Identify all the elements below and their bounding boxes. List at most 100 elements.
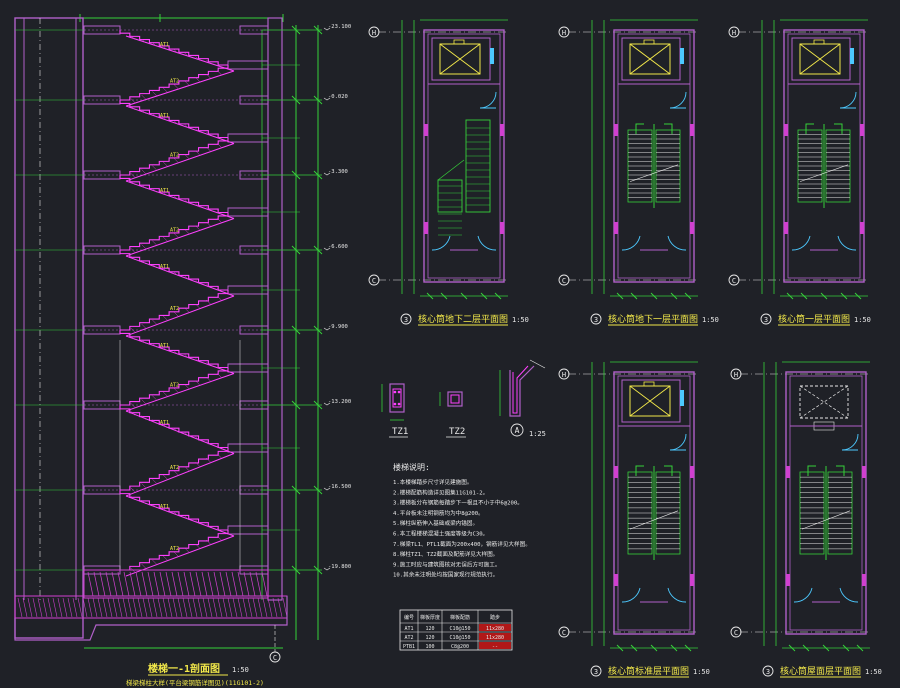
stair-hatch [195, 543, 200, 549]
dim-tick [854, 292, 862, 300]
door-swing [793, 587, 813, 603]
stair-hatch [206, 539, 211, 545]
base-hatch [123, 571, 130, 597]
tz1-label: TZ1 [392, 427, 408, 437]
dim-tick [291, 95, 301, 105]
stair-hatch [173, 271, 179, 277]
stair-hatch [130, 403, 135, 408]
dim-tick [494, 292, 502, 300]
outer-wall [423, 29, 505, 283]
dim-tick [426, 292, 434, 300]
footing-hatch [202, 597, 208, 618]
detail-a-bubble [510, 423, 524, 437]
footing-hatch [112, 597, 118, 618]
stair-column [614, 574, 618, 586]
elevator-lintel [643, 39, 655, 45]
stair-hatch [173, 195, 179, 200]
break-line [801, 510, 851, 530]
footing-hatch [252, 597, 258, 618]
stair-hatch [152, 559, 157, 565]
door-swing [839, 91, 857, 109]
footing-hatch [162, 597, 168, 618]
stair-hatch [195, 380, 200, 385]
stair-flight [120, 447, 229, 491]
section-title: 楼梯一-1剖面图 [148, 662, 220, 675]
elevator-cross [439, 43, 481, 75]
note-line: 1.本楼梯踏步尺寸详见建施图。 [393, 478, 472, 486]
flight-label: AT2 [170, 306, 179, 312]
section-subtitle: 梯梁梯柱大样(平台梁钢筋详图见)(11G101-2) [126, 678, 264, 687]
plan-title: 核心筒屋面层平面图 [780, 665, 861, 677]
footing-hatch [217, 597, 223, 618]
base-hatch [117, 571, 124, 597]
dim-tick [440, 292, 448, 300]
stair-hatch [206, 146, 211, 152]
stair-hatch [217, 135, 222, 140]
direction-arrow [664, 123, 673, 134]
footing-hatch [52, 597, 58, 618]
elevation-mark [323, 247, 331, 251]
axis-bubble-c [269, 651, 281, 663]
stair-flight [120, 290, 229, 331]
dim-tick [313, 95, 323, 105]
footing-hatch [97, 597, 103, 618]
stair-hatch [195, 462, 200, 467]
stair-flight [120, 530, 229, 571]
table-cell-fill [479, 642, 511, 649]
footing-hatch [172, 597, 178, 618]
stair-flight [120, 212, 229, 251]
stair-hatch [184, 124, 189, 129]
dim-tick [313, 485, 323, 495]
base-hatch [237, 571, 244, 597]
axis-label: H [562, 29, 566, 37]
axis-bubble-label: C [273, 654, 277, 662]
elevator-lintel [643, 381, 655, 387]
base-hatch [213, 571, 220, 597]
footing-hatch [102, 597, 108, 618]
footing-hatch [262, 597, 268, 618]
stair-hatch [173, 120, 179, 125]
stair-column [784, 124, 788, 136]
stair-hatch [141, 399, 146, 404]
footing-hatch [27, 597, 33, 618]
stair-hatch [130, 105, 135, 110]
plan-number-bubble [400, 313, 412, 325]
stair-hatch [130, 487, 135, 492]
base-hatch [207, 571, 214, 597]
footing-hatch [222, 597, 228, 618]
axis-label: H [734, 371, 738, 379]
direction-arrow [635, 123, 644, 134]
stair-column [786, 466, 790, 478]
plan-scale: 1:50 [865, 668, 882, 676]
footing-hatch [247, 597, 253, 618]
outer-wall [783, 29, 865, 283]
direction-arrow [635, 465, 644, 476]
stair-hatch [130, 180, 135, 185]
stair-column [690, 466, 694, 478]
elevation-label: -3.300 [328, 169, 348, 175]
stair-hatch [206, 283, 211, 289]
stair-hatch [163, 346, 168, 352]
table-cell: PTB1 [403, 644, 415, 650]
flight-label: AT2 [170, 79, 179, 85]
dim-tick [313, 245, 323, 255]
flight-label: AT1 [160, 42, 169, 48]
table-cell: 100 [425, 644, 434, 650]
flight-label: AT2 [170, 465, 179, 471]
base-hatch [195, 571, 202, 597]
table-cell: C8@200 [451, 644, 469, 650]
footing-hatch [142, 597, 148, 618]
stair-hatch [184, 307, 189, 313]
dim-tick [842, 644, 850, 652]
door-swing [479, 91, 497, 109]
base-hatch [165, 571, 172, 597]
stair-hatch [141, 94, 146, 100]
table-cell-fill [479, 633, 511, 640]
stair-column [690, 574, 694, 586]
flight-label: AT2 [170, 546, 179, 552]
inner-wall [789, 375, 863, 631]
stair-hatch [130, 173, 135, 178]
footing-hatch [282, 597, 288, 618]
stair-hatch [217, 63, 222, 68]
